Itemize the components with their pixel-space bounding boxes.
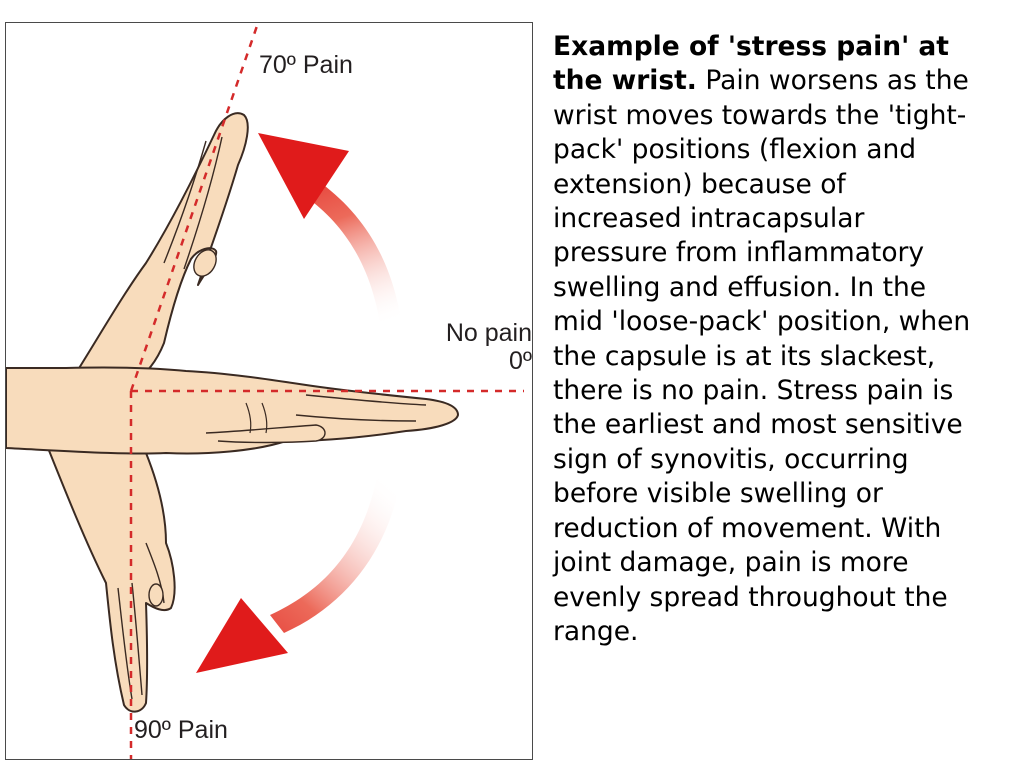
- caption-body: Pain worsens as the wrist moves towards …: [553, 65, 971, 647]
- hand-flexion: [45, 442, 176, 713]
- extension-axis-line: [129, 23, 260, 392]
- extension-pain-label: 70º Pain: [259, 51, 353, 79]
- hand-neutral: [6, 366, 459, 455]
- hand-extension: [75, 112, 249, 382]
- neutral-no-pain-label: No pain 0º: [426, 319, 532, 375]
- wrist-illustration: [6, 23, 524, 759]
- arrow-extension: [258, 133, 403, 336]
- neutral-label-line2: 0º: [508, 347, 532, 375]
- arrow-flexion: [196, 471, 402, 673]
- neutral-label-line1: No pain: [445, 319, 532, 347]
- wrist-diagram: 70º Pain No pain 0º 90º Pain: [5, 22, 533, 760]
- caption-title: Example of 'stress pain' at the wrist.: [553, 31, 949, 97]
- caption-text: Example of 'stress pain' at the wrist. P…: [553, 30, 973, 649]
- reference-lines: [129, 23, 524, 759]
- flexion-pain-label: 90º Pain: [134, 716, 228, 744]
